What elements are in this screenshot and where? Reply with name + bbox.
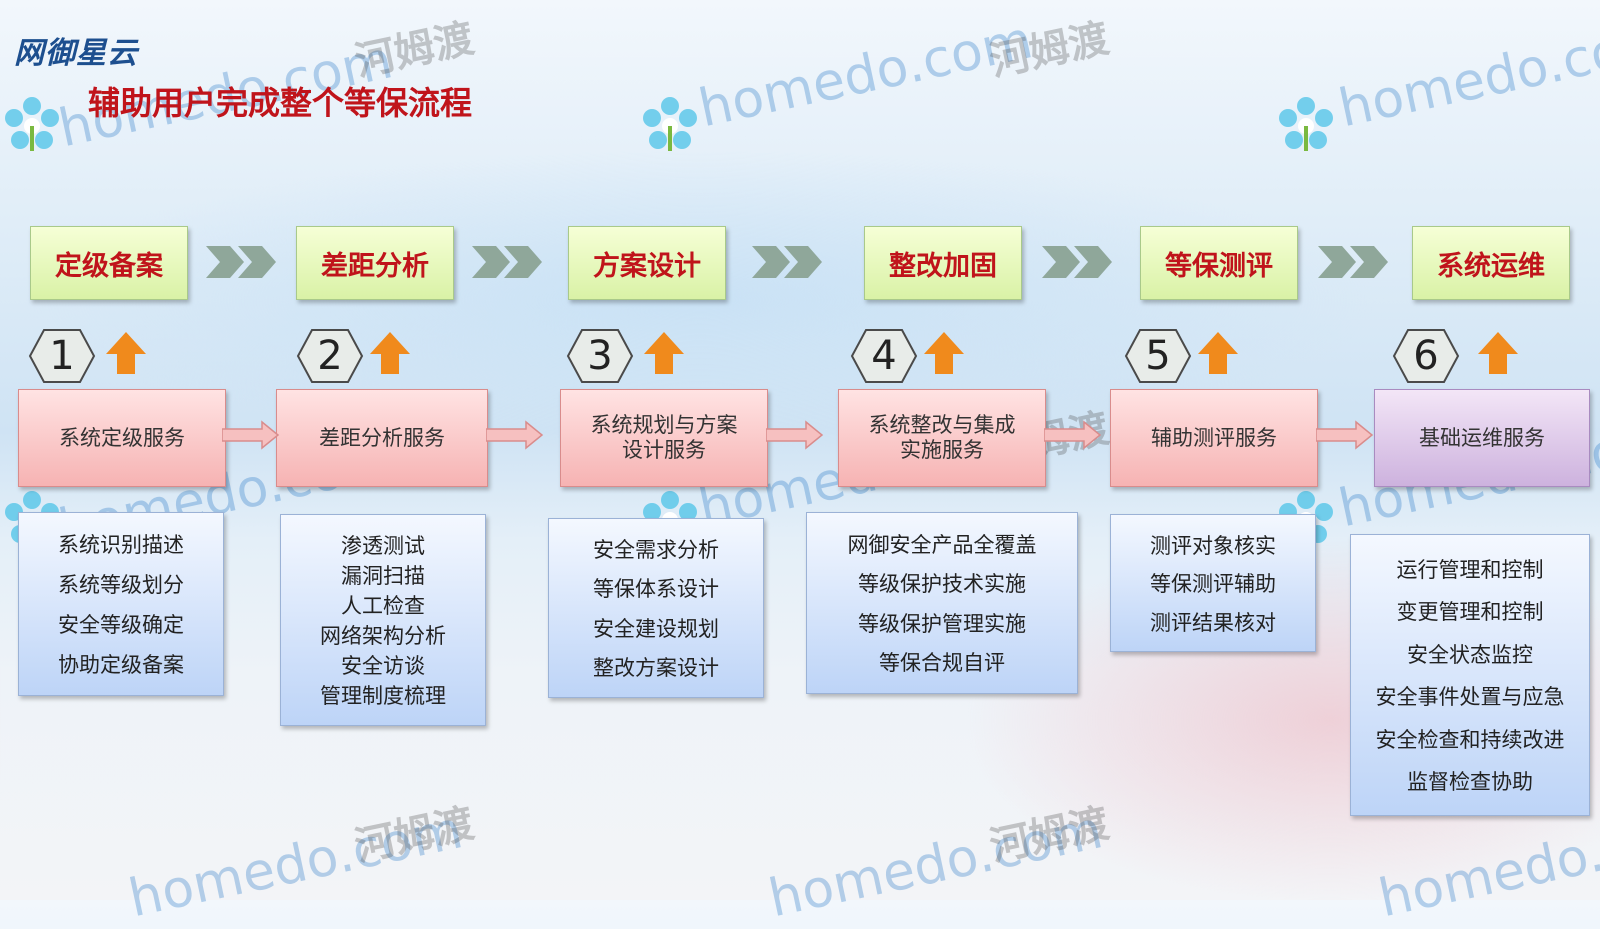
arrow-up-icon bbox=[644, 332, 684, 374]
detail-item: 渗透测试 bbox=[341, 534, 425, 558]
hexagon-number-badge bbox=[850, 329, 918, 383]
hexagon-number-badge bbox=[1124, 329, 1192, 383]
flower-logo-icon bbox=[643, 97, 697, 151]
step-number: 5 bbox=[1145, 333, 1171, 379]
detail-item: 等保合规自评 bbox=[879, 651, 1005, 676]
detail-item: 漏洞扫描 bbox=[341, 564, 425, 588]
chevron-right-icon bbox=[1318, 246, 1388, 278]
service-box-6: 基础运维服务 bbox=[1374, 389, 1590, 487]
detail-item: 测评结果核对 bbox=[1150, 610, 1276, 635]
chevron-right-icon bbox=[1042, 246, 1112, 278]
arrow-up-icon bbox=[924, 332, 964, 374]
step-number: 2 bbox=[317, 333, 343, 379]
arrow-up-icon bbox=[1478, 332, 1518, 374]
step-number: 1 bbox=[49, 333, 75, 379]
detail-box-2: 渗透测试 漏洞扫描 人工检查 网络架构分析 安全访谈 管理制度梳理 bbox=[280, 514, 486, 726]
hexagon-number-badge bbox=[1392, 329, 1460, 383]
watermark-homedo: homedo.com bbox=[1373, 800, 1600, 929]
detail-box-3: 安全需求分析 等保体系设计 安全建设规划 整改方案设计 bbox=[548, 518, 764, 698]
stage-box-6: 系统运维 bbox=[1412, 226, 1570, 300]
detail-item: 等级保护管理实施 bbox=[858, 611, 1026, 636]
watermark-cn: 河姆渡 bbox=[351, 800, 478, 871]
detail-item: 监督检查协助 bbox=[1407, 770, 1533, 795]
detail-item: 变更管理和控制 bbox=[1396, 600, 1544, 625]
service-box-4: 系统整改与集成 实施服务 bbox=[838, 389, 1046, 487]
detail-item: 等级保护技术实施 bbox=[858, 572, 1026, 597]
arrow-right-icon bbox=[222, 420, 280, 450]
stage-box-4: 整改加固 bbox=[864, 226, 1022, 300]
arrow-right-icon bbox=[766, 420, 824, 450]
watermark-cn: 河姆渡 bbox=[351, 15, 478, 86]
step-number: 3 bbox=[587, 333, 613, 379]
detail-item: 安全状态监控 bbox=[1407, 642, 1533, 667]
detail-item: 测评对象核实 bbox=[1150, 533, 1276, 558]
arrow-up-icon bbox=[370, 332, 410, 374]
stage-box-2: 差距分析 bbox=[296, 226, 454, 300]
watermark-homedo: homedo.com bbox=[123, 800, 468, 929]
detail-item: 整改方案设计 bbox=[593, 655, 719, 680]
detail-item: 运行管理和控制 bbox=[1396, 557, 1544, 582]
service-box-3: 系统规划与方案 设计服务 bbox=[560, 389, 768, 487]
hexagon-number-badge bbox=[296, 329, 364, 383]
detail-item: 安全需求分析 bbox=[593, 538, 719, 563]
detail-item: 等保测评辅助 bbox=[1150, 572, 1276, 596]
watermark-homedo: homedo.com bbox=[693, 10, 1038, 140]
chevron-right-icon bbox=[472, 246, 542, 278]
detail-box-4: 网御安全产品全覆盖 等级保护技术实施 等级保护管理实施 等保合规自评 bbox=[806, 512, 1078, 694]
stage-box-5: 等保测评 bbox=[1140, 226, 1298, 300]
watermark-cn: 河姆渡 bbox=[986, 800, 1113, 871]
detail-item: 安全事件处置与应急 bbox=[1375, 685, 1565, 710]
detail-item: 系统等级划分 bbox=[58, 573, 184, 597]
company-logo: 网御星云 bbox=[14, 36, 138, 71]
detail-item: 系统识别描述 bbox=[58, 533, 184, 557]
arrow-right-icon bbox=[1044, 420, 1102, 450]
stage-box-1: 定级备案 bbox=[30, 226, 188, 300]
detail-item: 安全等级确定 bbox=[58, 613, 184, 637]
arrow-right-icon bbox=[486, 420, 544, 450]
hexagon-number-badge bbox=[28, 329, 96, 383]
arrow-right-icon bbox=[1316, 420, 1374, 450]
service-box-5: 辅助测评服务 bbox=[1110, 389, 1318, 487]
detail-item: 安全检查和持续改进 bbox=[1375, 727, 1565, 752]
detail-item: 网御安全产品全覆盖 bbox=[847, 532, 1037, 557]
flower-logo-icon bbox=[1279, 97, 1333, 151]
detail-box-1: 系统识别描述 系统等级划分 安全等级确定 协助定级备案 bbox=[18, 512, 224, 696]
detail-item: 协助定级备案 bbox=[58, 653, 184, 677]
detail-box-5: 测评对象核实 等保测评辅助 测评结果核对 bbox=[1110, 514, 1316, 652]
service-box-1: 系统定级服务 bbox=[18, 389, 226, 487]
detail-item: 等保体系设计 bbox=[593, 577, 719, 602]
watermark-homedo: homedo.com bbox=[1333, 10, 1600, 140]
detail-item: 管理制度梳理 bbox=[320, 684, 446, 708]
watermark-homedo: homedo.com bbox=[763, 800, 1108, 929]
page-title: 辅助用户完成整个等保流程 bbox=[88, 84, 473, 122]
chevron-right-icon bbox=[206, 246, 276, 278]
hexagon-number-badge bbox=[566, 329, 634, 383]
step-number: 6 bbox=[1413, 333, 1439, 379]
detail-item: 网络架构分析 bbox=[320, 624, 446, 648]
flower-logo-icon bbox=[5, 97, 59, 151]
detail-item: 人工检查 bbox=[341, 594, 425, 618]
step-number: 4 bbox=[871, 333, 897, 379]
detail-box-6: 运行管理和控制 变更管理和控制 安全状态监控 安全事件处置与应急 安全检查和持续… bbox=[1350, 534, 1590, 816]
arrow-up-icon bbox=[1198, 332, 1238, 374]
detail-item: 安全访谈 bbox=[341, 654, 425, 678]
arrow-up-icon bbox=[106, 332, 146, 374]
service-box-2: 差距分析服务 bbox=[276, 389, 488, 487]
detail-item: 安全建设规划 bbox=[593, 616, 719, 641]
stage-box-3: 方案设计 bbox=[568, 226, 726, 300]
watermark-cn: 河姆渡 bbox=[986, 15, 1113, 86]
chevron-right-icon bbox=[752, 246, 822, 278]
